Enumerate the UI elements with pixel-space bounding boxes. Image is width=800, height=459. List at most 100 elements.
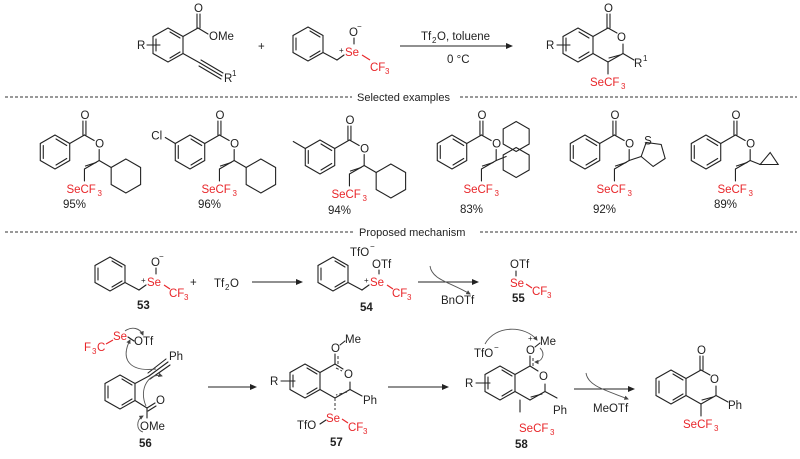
svg-text:CF: CF xyxy=(532,286,547,298)
svg-text:Ph: Ph xyxy=(363,395,377,407)
svg-text:O: O xyxy=(617,32,626,44)
svg-text:+: + xyxy=(339,46,344,55)
svg-text:OTf: OTf xyxy=(510,259,530,271)
svg-text:Me: Me xyxy=(345,334,361,346)
svg-text:3: 3 xyxy=(92,347,97,356)
svg-text:3: 3 xyxy=(97,189,102,198)
svg-text:O: O xyxy=(344,369,353,381)
chloro-substituent: Cl xyxy=(151,131,162,143)
secf3-group: SeCF xyxy=(717,184,746,196)
yield-label: 96% xyxy=(198,199,221,211)
svg-text:3: 3 xyxy=(621,82,626,91)
svg-text:3: 3 xyxy=(714,424,719,433)
compound-label-58: 58 xyxy=(515,439,528,451)
ome-label: OMe xyxy=(209,31,234,43)
svg-text:Ph: Ph xyxy=(169,351,183,363)
ring-oxygen: O xyxy=(95,139,104,151)
tf2o: Tf 2 O xyxy=(214,278,239,292)
benzene-ring xyxy=(39,134,71,170)
methyl-substituent xyxy=(292,140,306,150)
benzene-ring xyxy=(569,134,601,170)
svg-text:Se: Se xyxy=(326,413,340,425)
carbonyl-oxygen: O xyxy=(731,110,740,122)
svg-text:3: 3 xyxy=(363,427,368,436)
svg-text:Ph: Ph xyxy=(728,400,742,412)
yield-label: 94% xyxy=(328,205,351,217)
compound-57: R O Me O Ph Se TfO CF 3 57 xyxy=(270,334,377,449)
ring-oxygen: O xyxy=(625,139,634,151)
naphthyl-ring xyxy=(502,146,530,179)
svg-text:O: O xyxy=(151,257,160,269)
compound-label-57: 57 xyxy=(330,437,343,449)
svg-text:−: − xyxy=(159,252,164,261)
benzene-ring xyxy=(174,134,206,170)
svg-text:R: R xyxy=(546,40,554,52)
svg-text:R: R xyxy=(224,73,232,85)
svg-text:O: O xyxy=(230,278,239,290)
svg-text:Se: Se xyxy=(510,278,524,290)
svg-text:OMe: OMe xyxy=(140,421,165,433)
svg-text:O: O xyxy=(526,345,535,357)
carbonyl-oxygen: O xyxy=(215,110,224,122)
product-isocoumarin-general: R O O R 1 SeCF 3 xyxy=(546,3,648,91)
phenyl-ring xyxy=(110,158,142,194)
ring-oxygen: O xyxy=(360,144,369,156)
compound-label-55: 55 xyxy=(512,293,525,305)
svg-text:3: 3 xyxy=(362,194,367,203)
svg-text:CF: CF xyxy=(392,288,407,300)
svg-text:Selected examples: Selected examples xyxy=(357,92,450,104)
compound-55: OTf Se CF 3 55 xyxy=(510,259,552,305)
svg-text:CF: CF xyxy=(348,422,363,434)
svg-text:2: 2 xyxy=(225,283,230,292)
secf3-group: SeCF xyxy=(463,184,492,196)
svg-text:3: 3 xyxy=(385,67,390,76)
final-product: O O Ph SeCF 3 xyxy=(655,345,742,433)
svg-text:3: 3 xyxy=(407,293,412,302)
svg-text:3: 3 xyxy=(550,428,555,437)
svg-text:SeCF: SeCF xyxy=(683,419,712,431)
compound-53: + Se O − CF 3 53 xyxy=(94,252,189,312)
svg-text:Se: Se xyxy=(370,277,384,289)
yield-label: 83% xyxy=(460,204,483,216)
svg-text:1: 1 xyxy=(643,54,648,63)
svg-text:−: − xyxy=(370,242,375,251)
benzene-ring xyxy=(436,134,468,170)
svg-text:R: R xyxy=(465,378,473,390)
secf3-group: SeCF xyxy=(66,184,95,196)
svg-text:O: O xyxy=(194,3,203,15)
svg-text:OTf: OTf xyxy=(372,259,392,271)
svg-text:−: − xyxy=(357,22,362,31)
svg-text:3: 3 xyxy=(627,189,632,198)
yield-label: 92% xyxy=(593,204,616,216)
svg-text:+: + xyxy=(364,276,369,285)
svg-text:CF: CF xyxy=(370,62,385,74)
svg-text:Ph: Ph xyxy=(553,405,567,417)
phenyl-ring xyxy=(245,158,277,194)
svg-text:TfO: TfO xyxy=(297,420,316,432)
sulfur-atom: S xyxy=(644,136,652,148)
svg-text:TfO: TfO xyxy=(350,247,369,259)
svg-text:SeCF: SeCF xyxy=(519,423,548,435)
cyclopropyl-ring xyxy=(758,151,780,166)
compound-54: TfO − + Se OTf CF 3 54 xyxy=(317,242,412,314)
svg-text:O: O xyxy=(349,27,358,39)
svg-text:−: − xyxy=(494,343,499,352)
svg-text:+: + xyxy=(141,276,146,285)
yield-label: 95% xyxy=(63,199,86,211)
svg-text:O, toluene: O, toluene xyxy=(437,31,490,43)
compound-58: TfO − R O + Me O Ph SeCF 3 58 xyxy=(465,328,567,451)
svg-text:MeOTf: MeOTf xyxy=(593,403,629,415)
svg-text:O: O xyxy=(710,374,719,386)
svg-text:O: O xyxy=(604,3,613,15)
svg-text:R: R xyxy=(634,58,642,70)
secf3-group: SeCF xyxy=(201,184,230,196)
svg-text:Tf: Tf xyxy=(421,31,432,43)
substrate-alkynylbenzoate: R O OMe R 1 xyxy=(137,3,237,85)
